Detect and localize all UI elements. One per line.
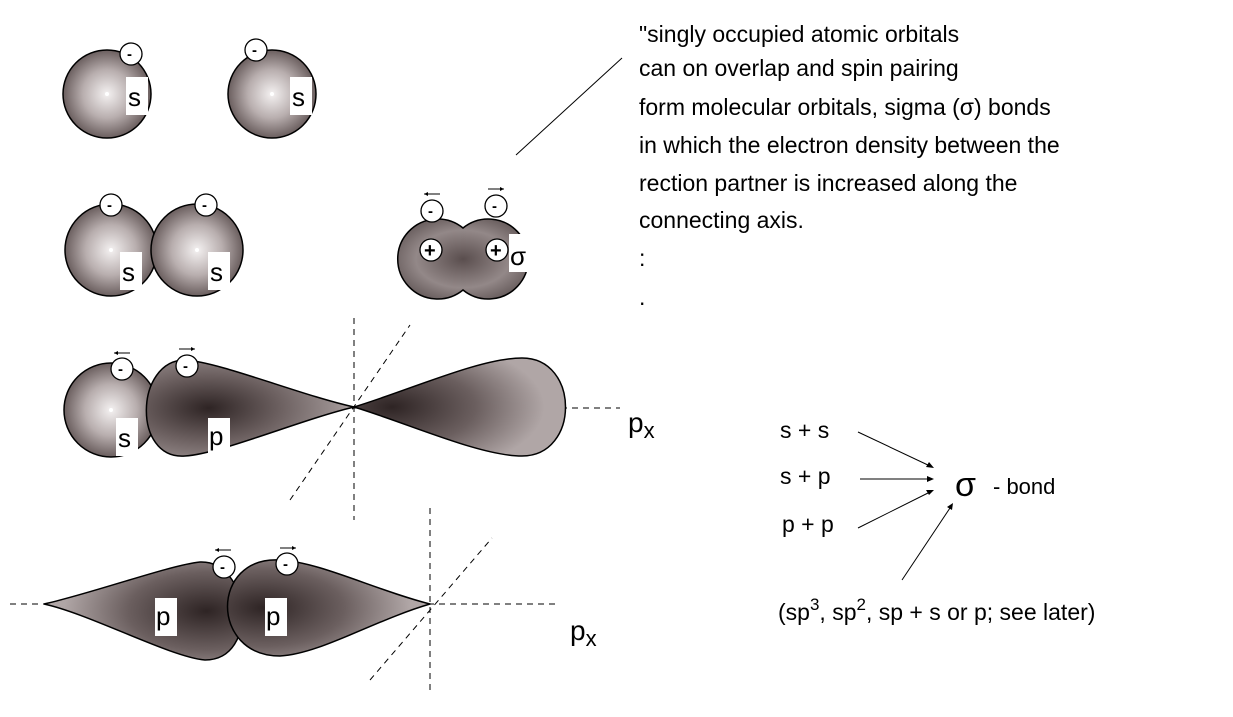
p-orbital-label: p: [266, 601, 280, 631]
electron-icon: -: [244, 38, 268, 62]
electron-spin-right: -: [484, 187, 508, 218]
combination-label: p + p: [782, 511, 834, 537]
description-line: can on overlap and spin pairing: [639, 55, 959, 81]
description-line: "singly occupied atomic orbitals: [639, 21, 959, 47]
svg-text:-: -: [202, 197, 207, 214]
electron-spin-left: -: [420, 192, 444, 223]
svg-text:-: -: [127, 46, 132, 63]
arrow: [901, 507, 951, 581]
s-s-overlap: s s - -: [64, 193, 244, 297]
description-line: form molecular orbitals, sigma (σ) bonds: [639, 94, 1051, 120]
px-axis-label: px: [570, 615, 597, 651]
s-orbital-label: s: [128, 82, 141, 112]
plus-sign: +: [490, 240, 502, 262]
description-line: connecting axis.: [639, 207, 804, 233]
combination-label: s + p: [780, 463, 831, 489]
description-line: .: [639, 284, 645, 310]
p-p-overlap: p p - - px: [10, 508, 597, 690]
svg-text:-: -: [118, 361, 123, 378]
bond-summary: s + s s + p p + p σ - bond (sp3, sp2, sp…: [778, 417, 1095, 625]
p-orbital-label: p: [209, 421, 223, 451]
svg-text:-: -: [183, 358, 188, 375]
s-orbital-2: s -: [227, 38, 317, 139]
s-orbital-label: s: [118, 423, 131, 453]
s-p-overlap: s p - - px: [63, 318, 655, 520]
description-line: :: [639, 245, 645, 271]
electron-spin-right: -: [175, 347, 199, 378]
svg-text:-: -: [492, 198, 497, 215]
svg-text:-: -: [107, 197, 112, 214]
electron-icon: -: [99, 193, 123, 217]
s-orbital-label: s: [292, 82, 305, 112]
description-line: rection partner is increased along the: [639, 170, 1017, 196]
px-axis-label: px: [628, 407, 655, 443]
sigma-bond-symbol: σ: [955, 466, 976, 504]
arrow: [857, 431, 931, 467]
description-text: "singly occupied atomic orbitals can on …: [639, 21, 1060, 310]
p-orbital-label: p: [156, 601, 170, 631]
s-orbital-label: s: [122, 257, 135, 287]
electron-icon: -: [194, 193, 218, 217]
arrow: [857, 491, 931, 529]
svg-text:-: -: [252, 42, 257, 59]
svg-text:-: -: [428, 203, 433, 220]
s-orbital-label: s: [210, 257, 223, 287]
combination-label: s + s: [780, 417, 829, 443]
electron-spin-right: -: [275, 546, 299, 576]
description-line: in which the electron density between th…: [639, 132, 1060, 158]
sigma-molecular-orbital: + + σ - -: [397, 187, 532, 300]
s-orbital-1: s -: [62, 42, 152, 139]
electron-spin-left: -: [110, 351, 134, 381]
svg-text:-: -: [283, 556, 288, 573]
electron-spin-left: -: [212, 548, 236, 579]
hybrid-note: (sp3, sp2, sp + s or p; see later): [778, 595, 1095, 625]
pointer-line: [515, 57, 623, 156]
svg-text:-: -: [220, 559, 225, 576]
sigma-bond-label: - bond: [993, 474, 1055, 499]
electron-icon: -: [119, 42, 143, 66]
plus-sign: +: [424, 240, 436, 262]
sigma-label: σ: [510, 241, 526, 271]
